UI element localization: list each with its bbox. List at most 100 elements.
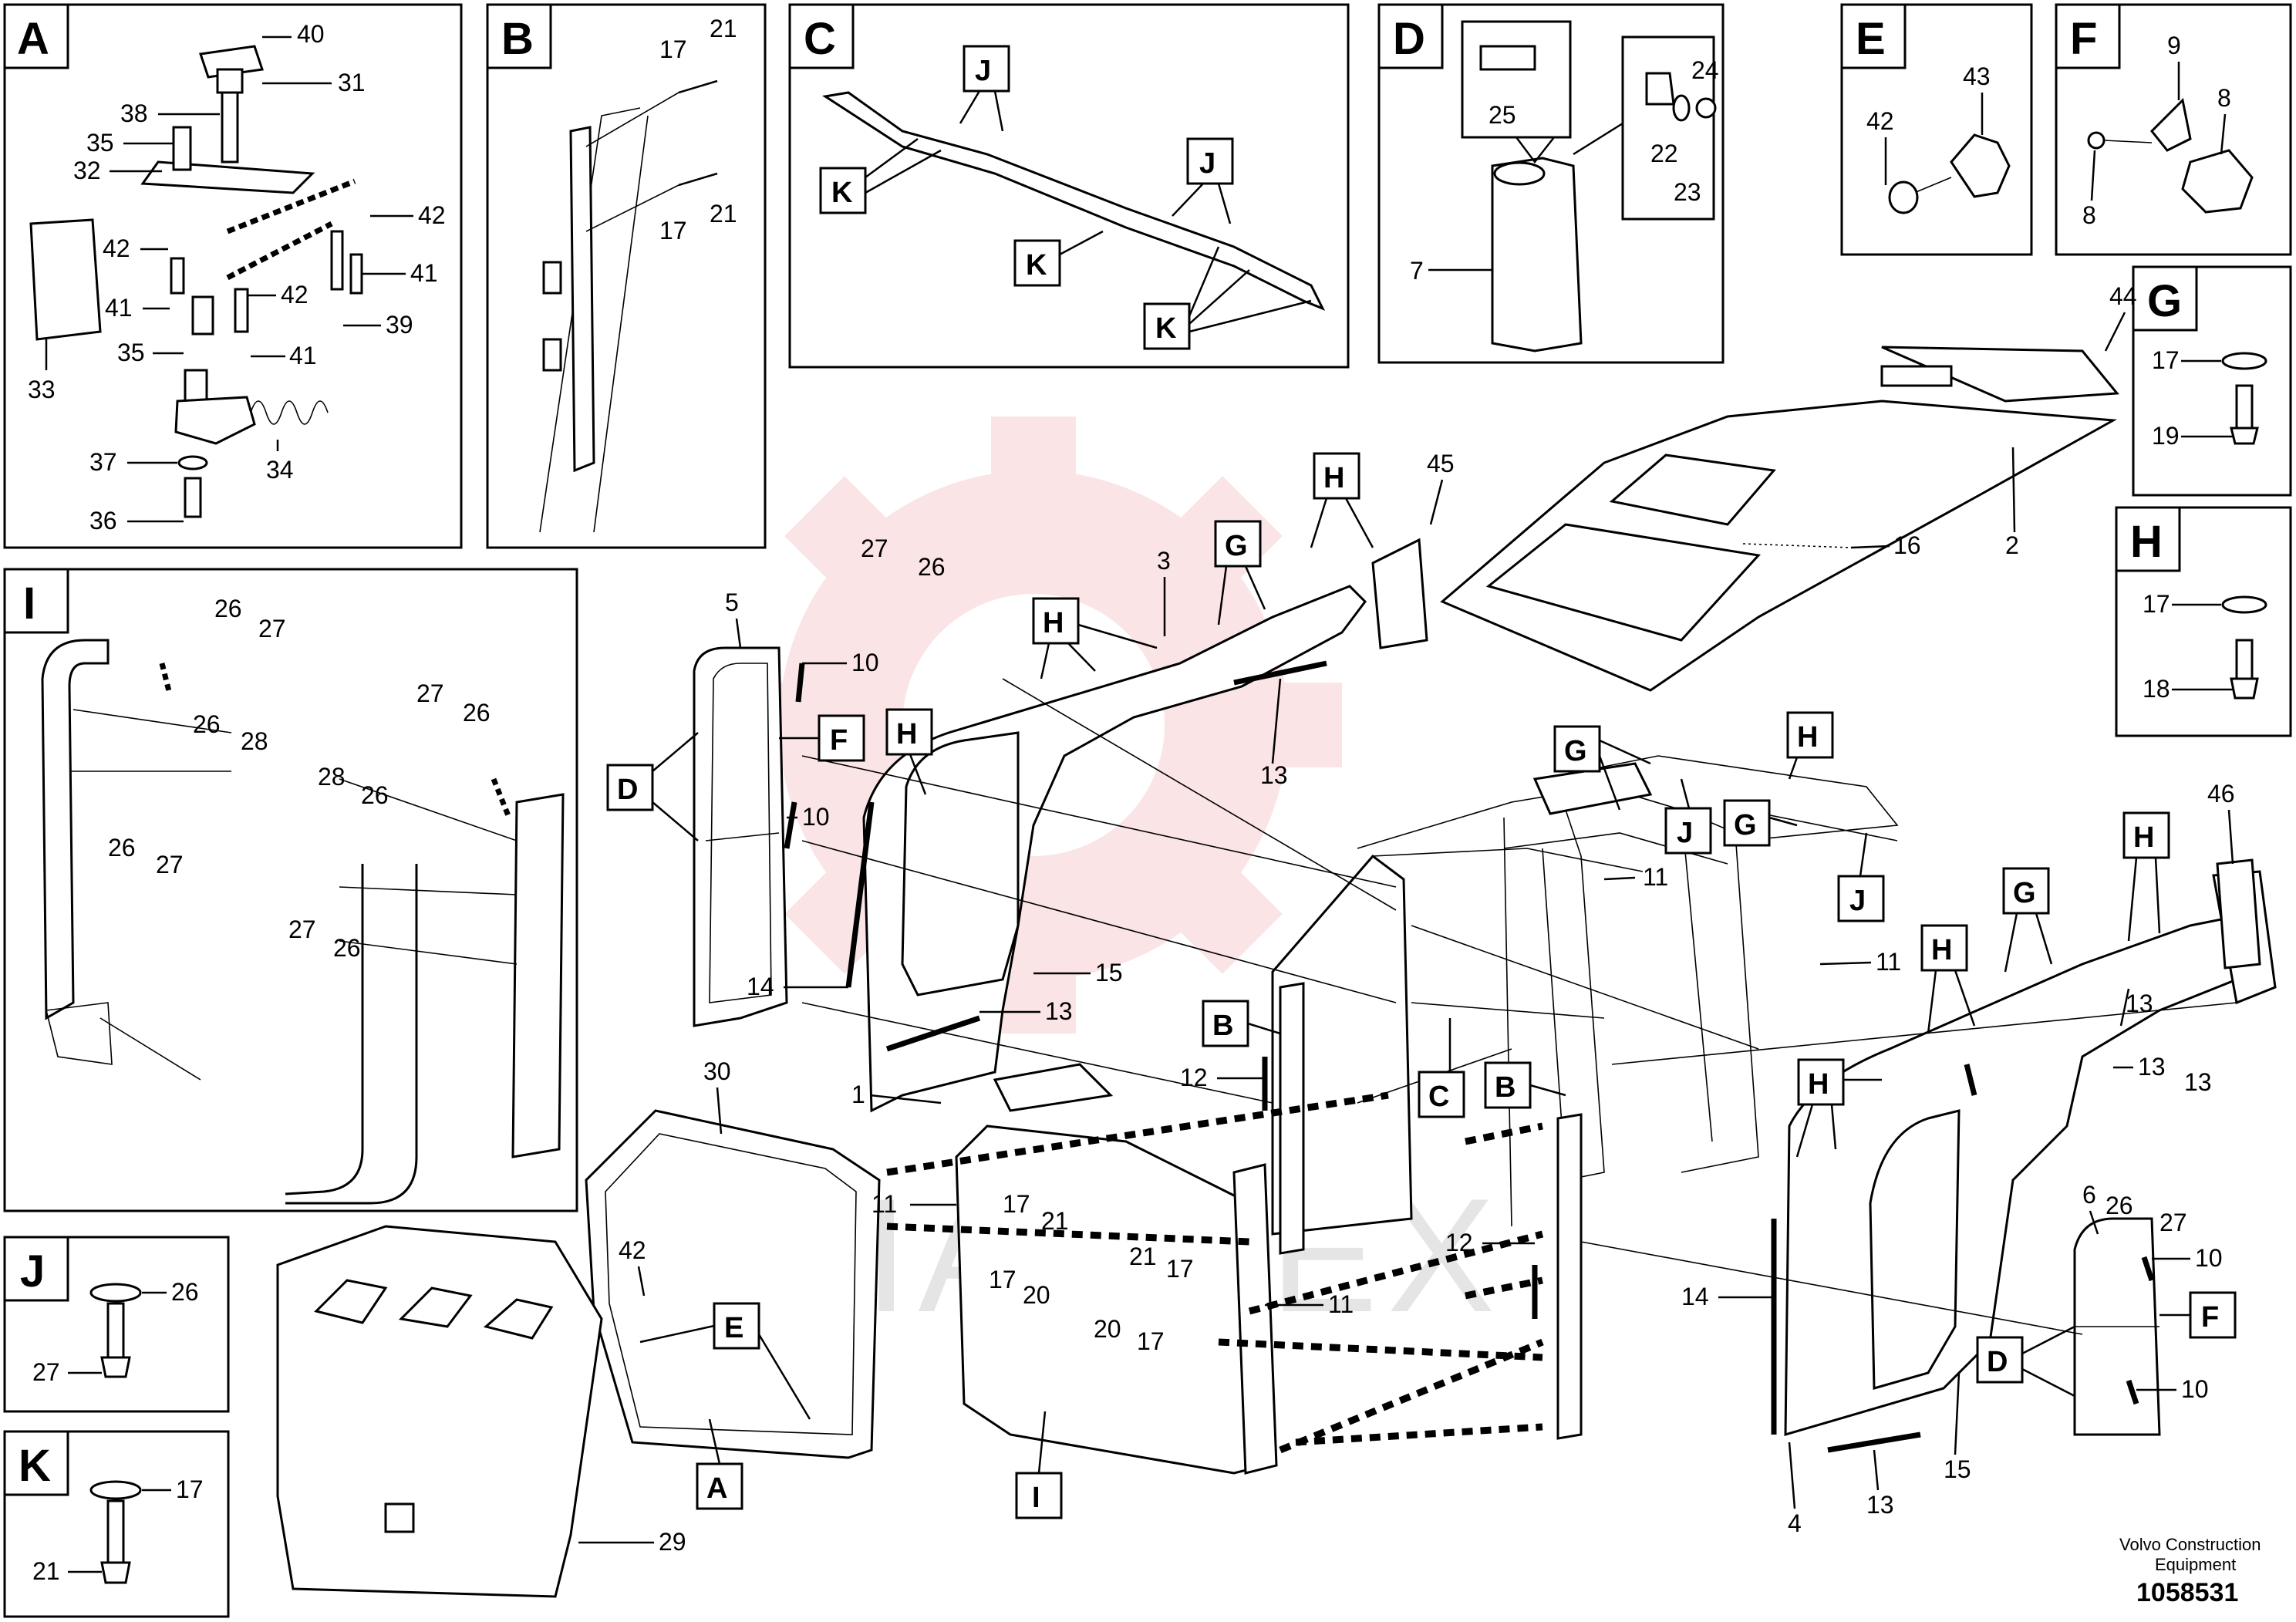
- label-13b: 13: [1045, 997, 1073, 1025]
- label-i-27b: 27: [156, 851, 184, 878]
- tag-j-cab2-text: J: [1849, 885, 1866, 917]
- label-a-31: 31: [338, 69, 366, 96]
- panel-a: A 40 31 38 35 32: [3, 3, 463, 549]
- label-42-main: 42: [619, 1236, 646, 1264]
- rear-window-frame: [585, 1109, 881, 1459]
- label-h-18: 18: [2143, 675, 2170, 703]
- label-g-17: 17: [2152, 346, 2180, 374]
- tag-h-right1-text: H: [2133, 821, 2154, 854]
- panel-d: D 25 24 22 23 7: [1377, 3, 1725, 364]
- label-a-36: 36: [89, 507, 117, 534]
- label-46: 46: [2207, 780, 2235, 808]
- label-13a: 13: [1260, 761, 1288, 789]
- label-6: 6: [2082, 1181, 2096, 1209]
- tag-g-right-text: G: [2013, 877, 2036, 909]
- tag-i-main-text: I: [1032, 1482, 1040, 1514]
- main-labels: 44 2 16 45 3 27 26 5 10 10 13 14 15 13 1…: [578, 282, 2235, 1556]
- tag-g-top: G: [1214, 520, 1262, 568]
- label-17c: 17: [989, 1266, 1017, 1293]
- panel-d-title: D: [1393, 14, 1425, 64]
- label-17b: 17: [1166, 1255, 1194, 1283]
- label-f-8: 8: [2217, 84, 2231, 112]
- label-13e: 13: [2138, 1053, 2166, 1081]
- panel-j-title: J: [20, 1246, 45, 1297]
- label-a-32: 32: [73, 157, 101, 184]
- tag-d-right-text: D: [1987, 1346, 2008, 1378]
- door-latch-assembly: [29, 45, 363, 518]
- panel-k-title: K: [19, 1441, 51, 1491]
- tag-g-cab-text: G: [1564, 735, 1587, 767]
- label-14b: 14: [1681, 1283, 1709, 1310]
- label-13d: 13: [2126, 990, 2153, 1017]
- callout-tags: H G H H D F B C B G J G J H J H G H H: [606, 452, 2237, 1519]
- tag-a-main: A: [696, 1462, 743, 1510]
- tag-f-left: F: [818, 714, 865, 762]
- label-b-21: 21: [710, 15, 737, 42]
- tag-c-j1: J: [975, 55, 991, 87]
- label-f-8b: 8: [2082, 201, 2096, 229]
- tag-f-right: F: [2189, 1291, 2237, 1339]
- label-30: 30: [703, 1057, 731, 1085]
- label-10b: 10: [802, 803, 830, 831]
- tag-b-left: B: [1202, 1000, 1249, 1047]
- label-17d: 17: [1137, 1327, 1165, 1355]
- label-15a: 15: [1095, 959, 1123, 986]
- panel-g: G 17 19: [2132, 265, 2292, 497]
- label-27-right: 27: [2159, 1209, 2187, 1236]
- label-20a: 20: [1023, 1281, 1050, 1309]
- label-b-17b: 17: [659, 217, 687, 244]
- tag-d-right: D: [1976, 1336, 2024, 1384]
- tag-g-cab: G: [1553, 725, 1601, 773]
- label-13f: 13: [2184, 1068, 2212, 1096]
- tag-b-left-text: B: [1212, 1010, 1233, 1042]
- label-a-35: 35: [86, 129, 114, 157]
- label-i-26d: 26: [463, 699, 491, 727]
- label-j-26: 26: [171, 1278, 199, 1306]
- label-i-27: 27: [258, 615, 286, 642]
- label-a-41b: 41: [289, 342, 317, 369]
- tag-c-k1: K: [831, 177, 853, 209]
- main-assembly: [276, 346, 2277, 1598]
- tag-b-right: B: [1484, 1061, 1532, 1109]
- label-a-33: 33: [28, 376, 56, 403]
- label-e-43: 43: [1963, 62, 1991, 90]
- panel-f: F 9 8 8: [2055, 3, 2292, 256]
- label-13c: 13: [1866, 1491, 1894, 1519]
- panel-k: K 17 21: [3, 1430, 230, 1618]
- tag-j-cab3: J: [1859, 885, 1875, 917]
- tag-f-right-text: F: [2201, 1301, 2219, 1334]
- label-a-41: 41: [105, 294, 133, 322]
- tag-h-mid: H: [1032, 597, 1080, 645]
- panel-f-title: F: [2070, 14, 2097, 64]
- label-26-right: 26: [2106, 1192, 2133, 1219]
- tag-h-left: H: [885, 708, 933, 756]
- panel-c-title: C: [804, 14, 836, 64]
- panel-i-title: I: [23, 578, 35, 629]
- label-a-35b: 35: [117, 339, 145, 366]
- label-b-17: 17: [659, 35, 687, 63]
- label-d-24: 24: [1691, 56, 1719, 84]
- label-1: 1: [851, 1081, 865, 1108]
- label-i-26c: 26: [108, 834, 136, 862]
- cab-frame: [1271, 854, 1413, 1236]
- label-21b: 21: [1129, 1243, 1157, 1270]
- label-20b: 20: [1094, 1315, 1121, 1343]
- tag-c-k2: K: [1026, 249, 1047, 282]
- tag-g-cab2: G: [1723, 799, 1771, 847]
- label-12a: 12: [1180, 1064, 1208, 1091]
- footer-company-line1: Volvo Construction: [2119, 1535, 2261, 1554]
- label-2: 2: [2005, 531, 2019, 559]
- label-11d: 11: [1328, 1290, 1354, 1318]
- label-5: 5: [725, 588, 739, 616]
- label-i-28: 28: [241, 727, 268, 755]
- label-k-21: 21: [32, 1557, 60, 1585]
- tag-g-right: G: [2002, 867, 2050, 915]
- panel-b: B 17 21 17 21: [486, 3, 767, 549]
- label-i-26f: 26: [333, 934, 361, 962]
- label-i-26b: 26: [193, 710, 221, 738]
- tag-h-left-text: H: [896, 718, 917, 750]
- tag-h-right3-text: H: [1808, 1068, 1829, 1101]
- label-26-main: 26: [918, 553, 946, 581]
- tag-d-left-text: D: [617, 774, 638, 806]
